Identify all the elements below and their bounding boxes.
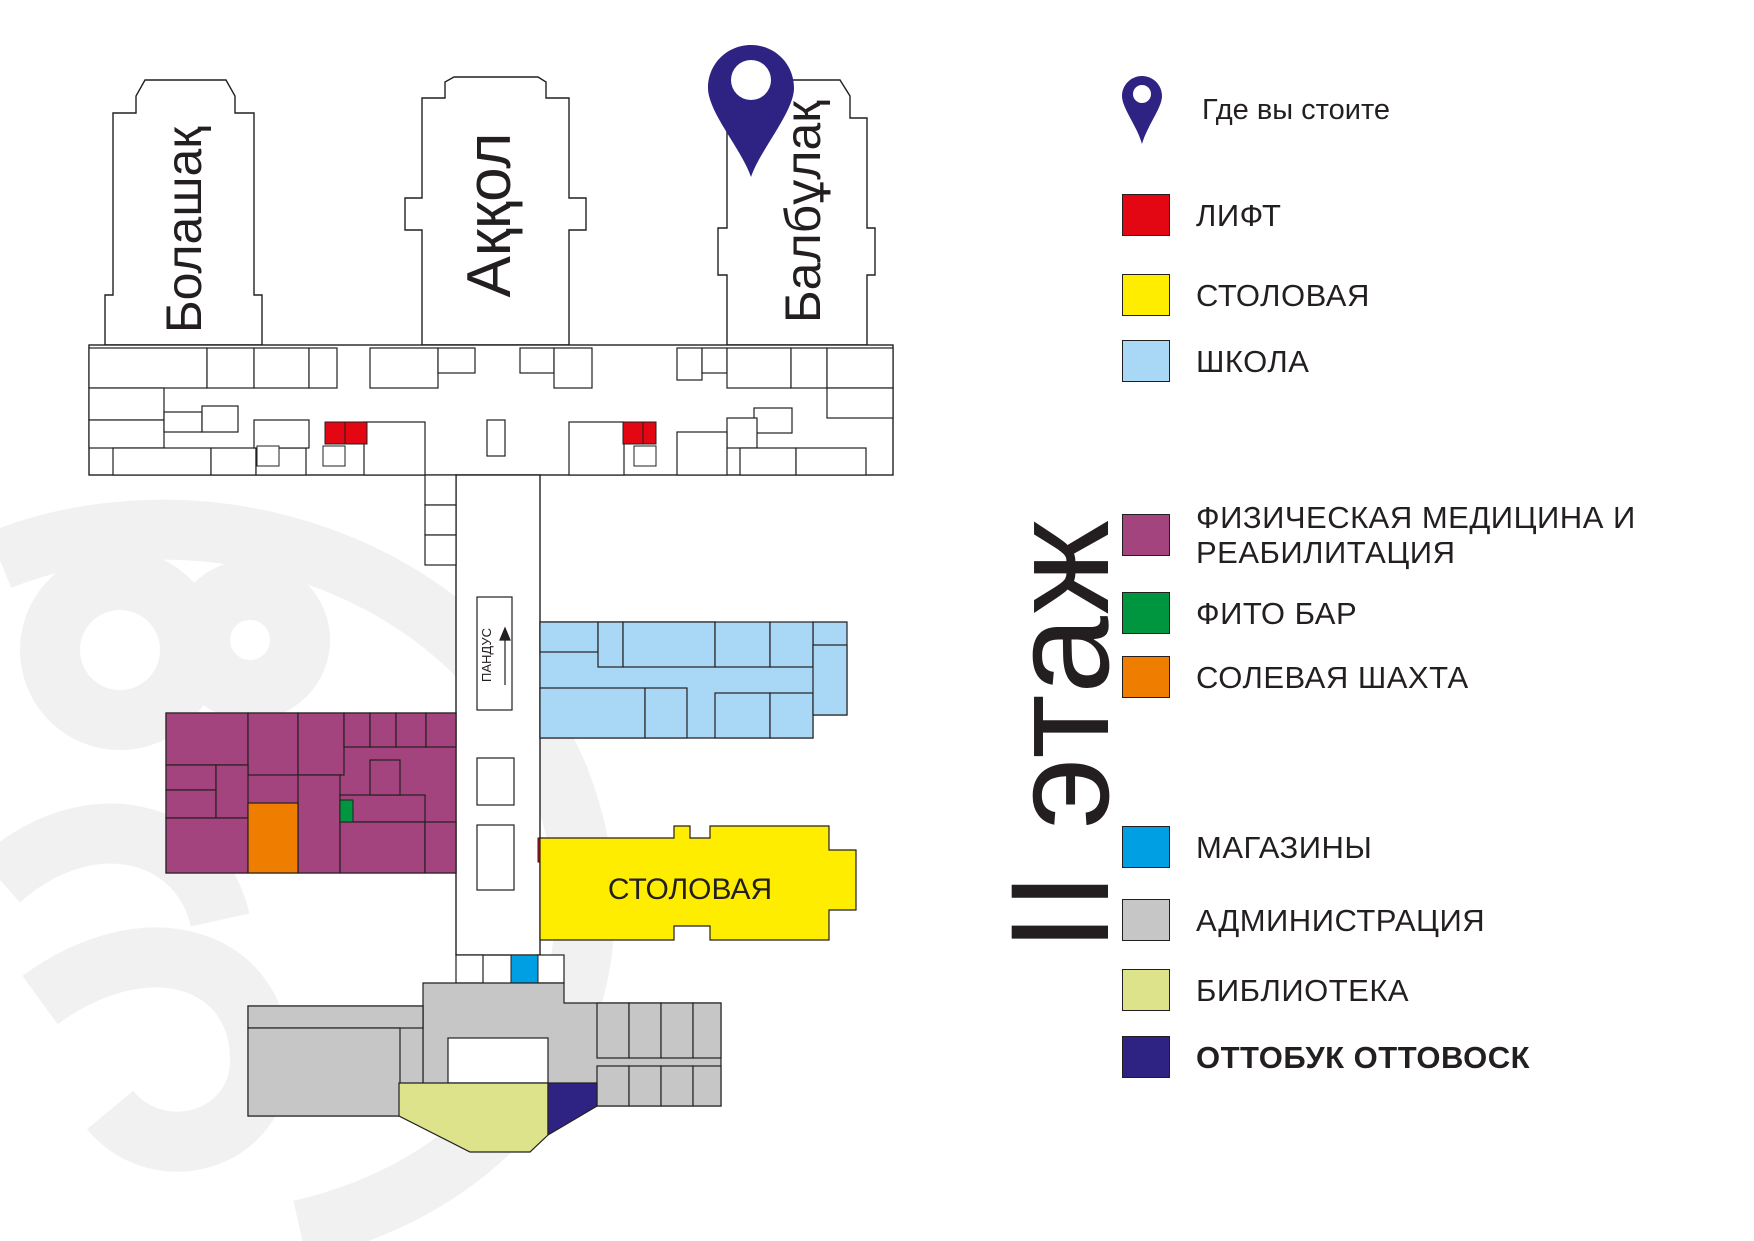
legend-swatch-shops — [1122, 826, 1170, 868]
legend-item-elevator: ЛИФТ — [1122, 194, 1281, 236]
legend-label-phyto-bar: ФИТО БАР — [1196, 595, 1358, 631]
ramp-label: ПАНДУС — [479, 628, 494, 682]
legend-label-ottobuk: ОТТОБУК ОТТОВОСК — [1196, 1039, 1531, 1075]
ottobuk-area — [547, 1082, 598, 1137]
dining-label: СТОЛОВАЯ — [608, 873, 772, 906]
legend-swatch-school — [1122, 340, 1170, 382]
building-akkol — [404, 76, 587, 346]
legend-label-elevator: ЛИФТ — [1196, 197, 1282, 233]
library-area — [398, 1082, 549, 1153]
legend-swatch-rehab — [1122, 514, 1170, 556]
legend-swatch-library — [1122, 969, 1170, 1011]
hall-void — [447, 1037, 549, 1084]
top-wing-rooms — [88, 347, 894, 566]
shops-area — [510, 954, 539, 984]
legend-item-ottobuk: ОТТОБУК ОТТОВОСК — [1122, 1036, 1530, 1078]
building-label-bolashak: Болашақ — [156, 126, 212, 333]
legend-label-library: БИБЛИОТЕКА — [1196, 972, 1410, 1008]
floor-title: II этаж — [981, 518, 1138, 952]
legend-swatch-elevator — [1122, 194, 1170, 236]
legend-swatch-administration — [1122, 899, 1170, 941]
phyto-bar-area — [339, 799, 354, 823]
legend-location-label: Где вы стоите — [1202, 93, 1391, 126]
legend-item-dining: СТОЛОВАЯ — [1122, 274, 1370, 316]
legend-item-administration: АДМИНИСТРАЦИЯ — [1122, 899, 1485, 941]
legend-label-administration: АДМИНИСТРАЦИЯ — [1196, 902, 1486, 938]
administration-area — [247, 982, 722, 1117]
building-label-balbulak: Балбұлақ — [775, 100, 831, 323]
legend-label-dining: СТОЛОВАЯ — [1196, 277, 1370, 313]
legend-item-phyto-bar: ФИТО БАР — [1122, 592, 1357, 634]
legend-swatch-phyto-bar — [1122, 592, 1170, 634]
legend-item-rehab: ФИЗИЧЕСКАЯ МЕДИЦИНА И РЕАБИЛИТАЦИЯ — [1122, 500, 1676, 570]
location-pin-icon — [708, 45, 794, 177]
legend-label-salt-mine: СОЛЕВАЯ ШАХТА — [1196, 659, 1469, 695]
legend-item-library: БИБЛИОТЕКА — [1122, 969, 1409, 1011]
building-label-akkol: Аққол — [455, 133, 524, 298]
rehabilitation-area — [165, 712, 457, 874]
legend-swatch-ottobuk — [1122, 1036, 1170, 1078]
legend-swatch-dining — [1122, 274, 1170, 316]
legend-item-shops: МАГАЗИНЫ — [1122, 826, 1372, 868]
dining-area — [539, 825, 857, 941]
salt-mine-area — [247, 802, 299, 874]
location-pin-icon — [1122, 76, 1162, 144]
legend-location: Где вы стоите — [1122, 76, 1390, 144]
legend-item-school: ШКОЛА — [1122, 340, 1309, 382]
legend-label-rehab: ФИЗИЧЕСКАЯ МЕДИЦИНА И РЕАБИЛИТАЦИЯ — [1196, 500, 1636, 570]
ramp — [455, 596, 565, 984]
legend-swatch-salt-mine — [1122, 656, 1170, 698]
legend-label-school: ШКОЛА — [1196, 343, 1310, 379]
building-bolashak — [104, 79, 263, 346]
school-area — [539, 621, 848, 739]
legend-item-salt-mine: СОЛЕВАЯ ШАХТА — [1122, 656, 1469, 698]
legend-label-shops: МАГАЗИНЫ — [1196, 829, 1373, 865]
